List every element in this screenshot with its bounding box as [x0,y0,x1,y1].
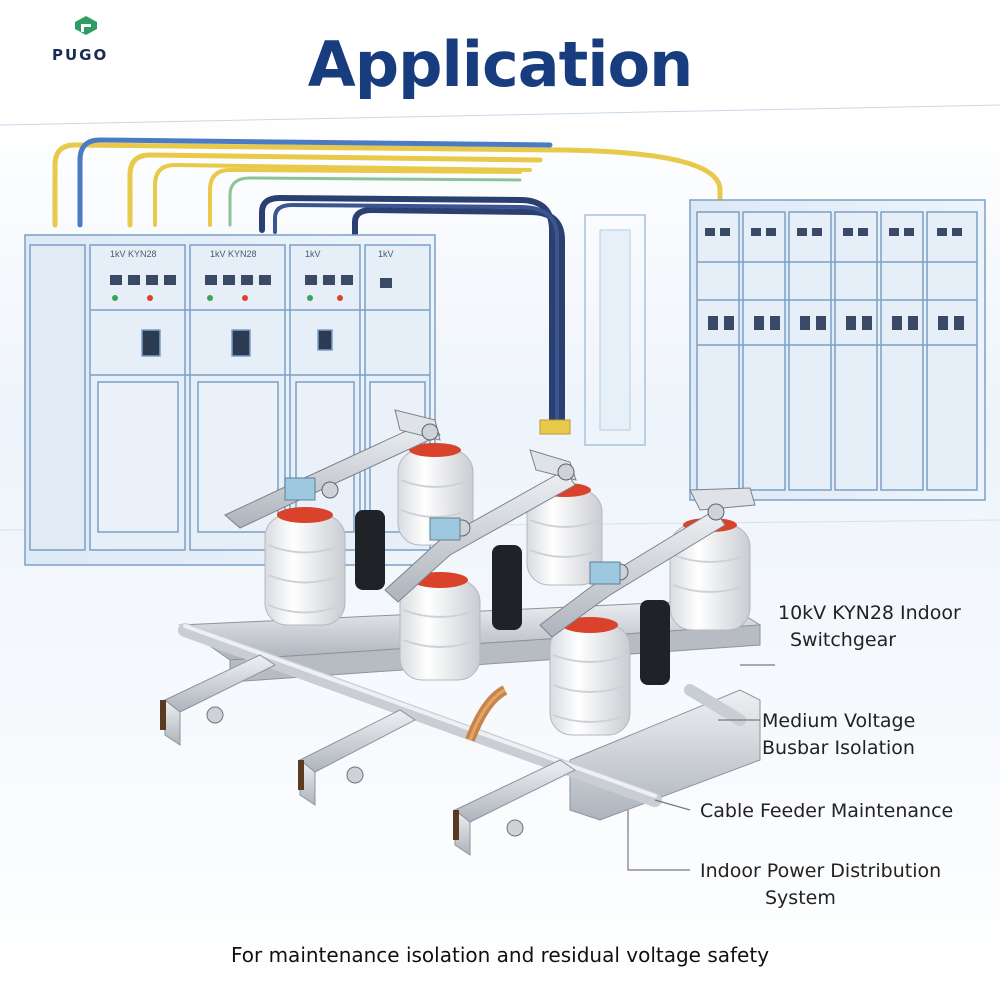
brand-name: PUGO [52,46,109,64]
cabinet-label: 1kV KYN28 [210,249,257,259]
cabinet-label: 1kV [305,249,321,259]
cabinet-label: 1kV [378,249,394,259]
cabinet-label: 1kV KYN28 [110,249,157,259]
pugo-logo-icon [75,16,97,35]
callout-busbar-isolation: Medium Voltage Busbar Isolation [762,708,992,762]
callout-line: Indoor Power Distribution [700,860,942,882]
disconnect-switch-illustration [160,409,762,856]
callout-line: 10kV KYN28 Indoor [778,602,961,624]
callout-line: System [765,887,836,909]
callout-line: Medium Voltage [762,710,916,732]
callout-cable-feeder: Cable Feeder Maintenance [700,798,995,825]
page-title: Application [307,28,693,101]
footer-caption: For maintenance isolation and residual v… [230,943,770,967]
callout-line: Switchgear [790,629,897,651]
callout-line: Cable Feeder Maintenance [700,800,954,822]
callout-switchgear: 10kV KYN28 Indoor Switchgear [778,600,993,654]
callout-line: Busbar Isolation [762,737,915,759]
callout-power-distribution: Indoor Power Distribution System [700,858,995,912]
